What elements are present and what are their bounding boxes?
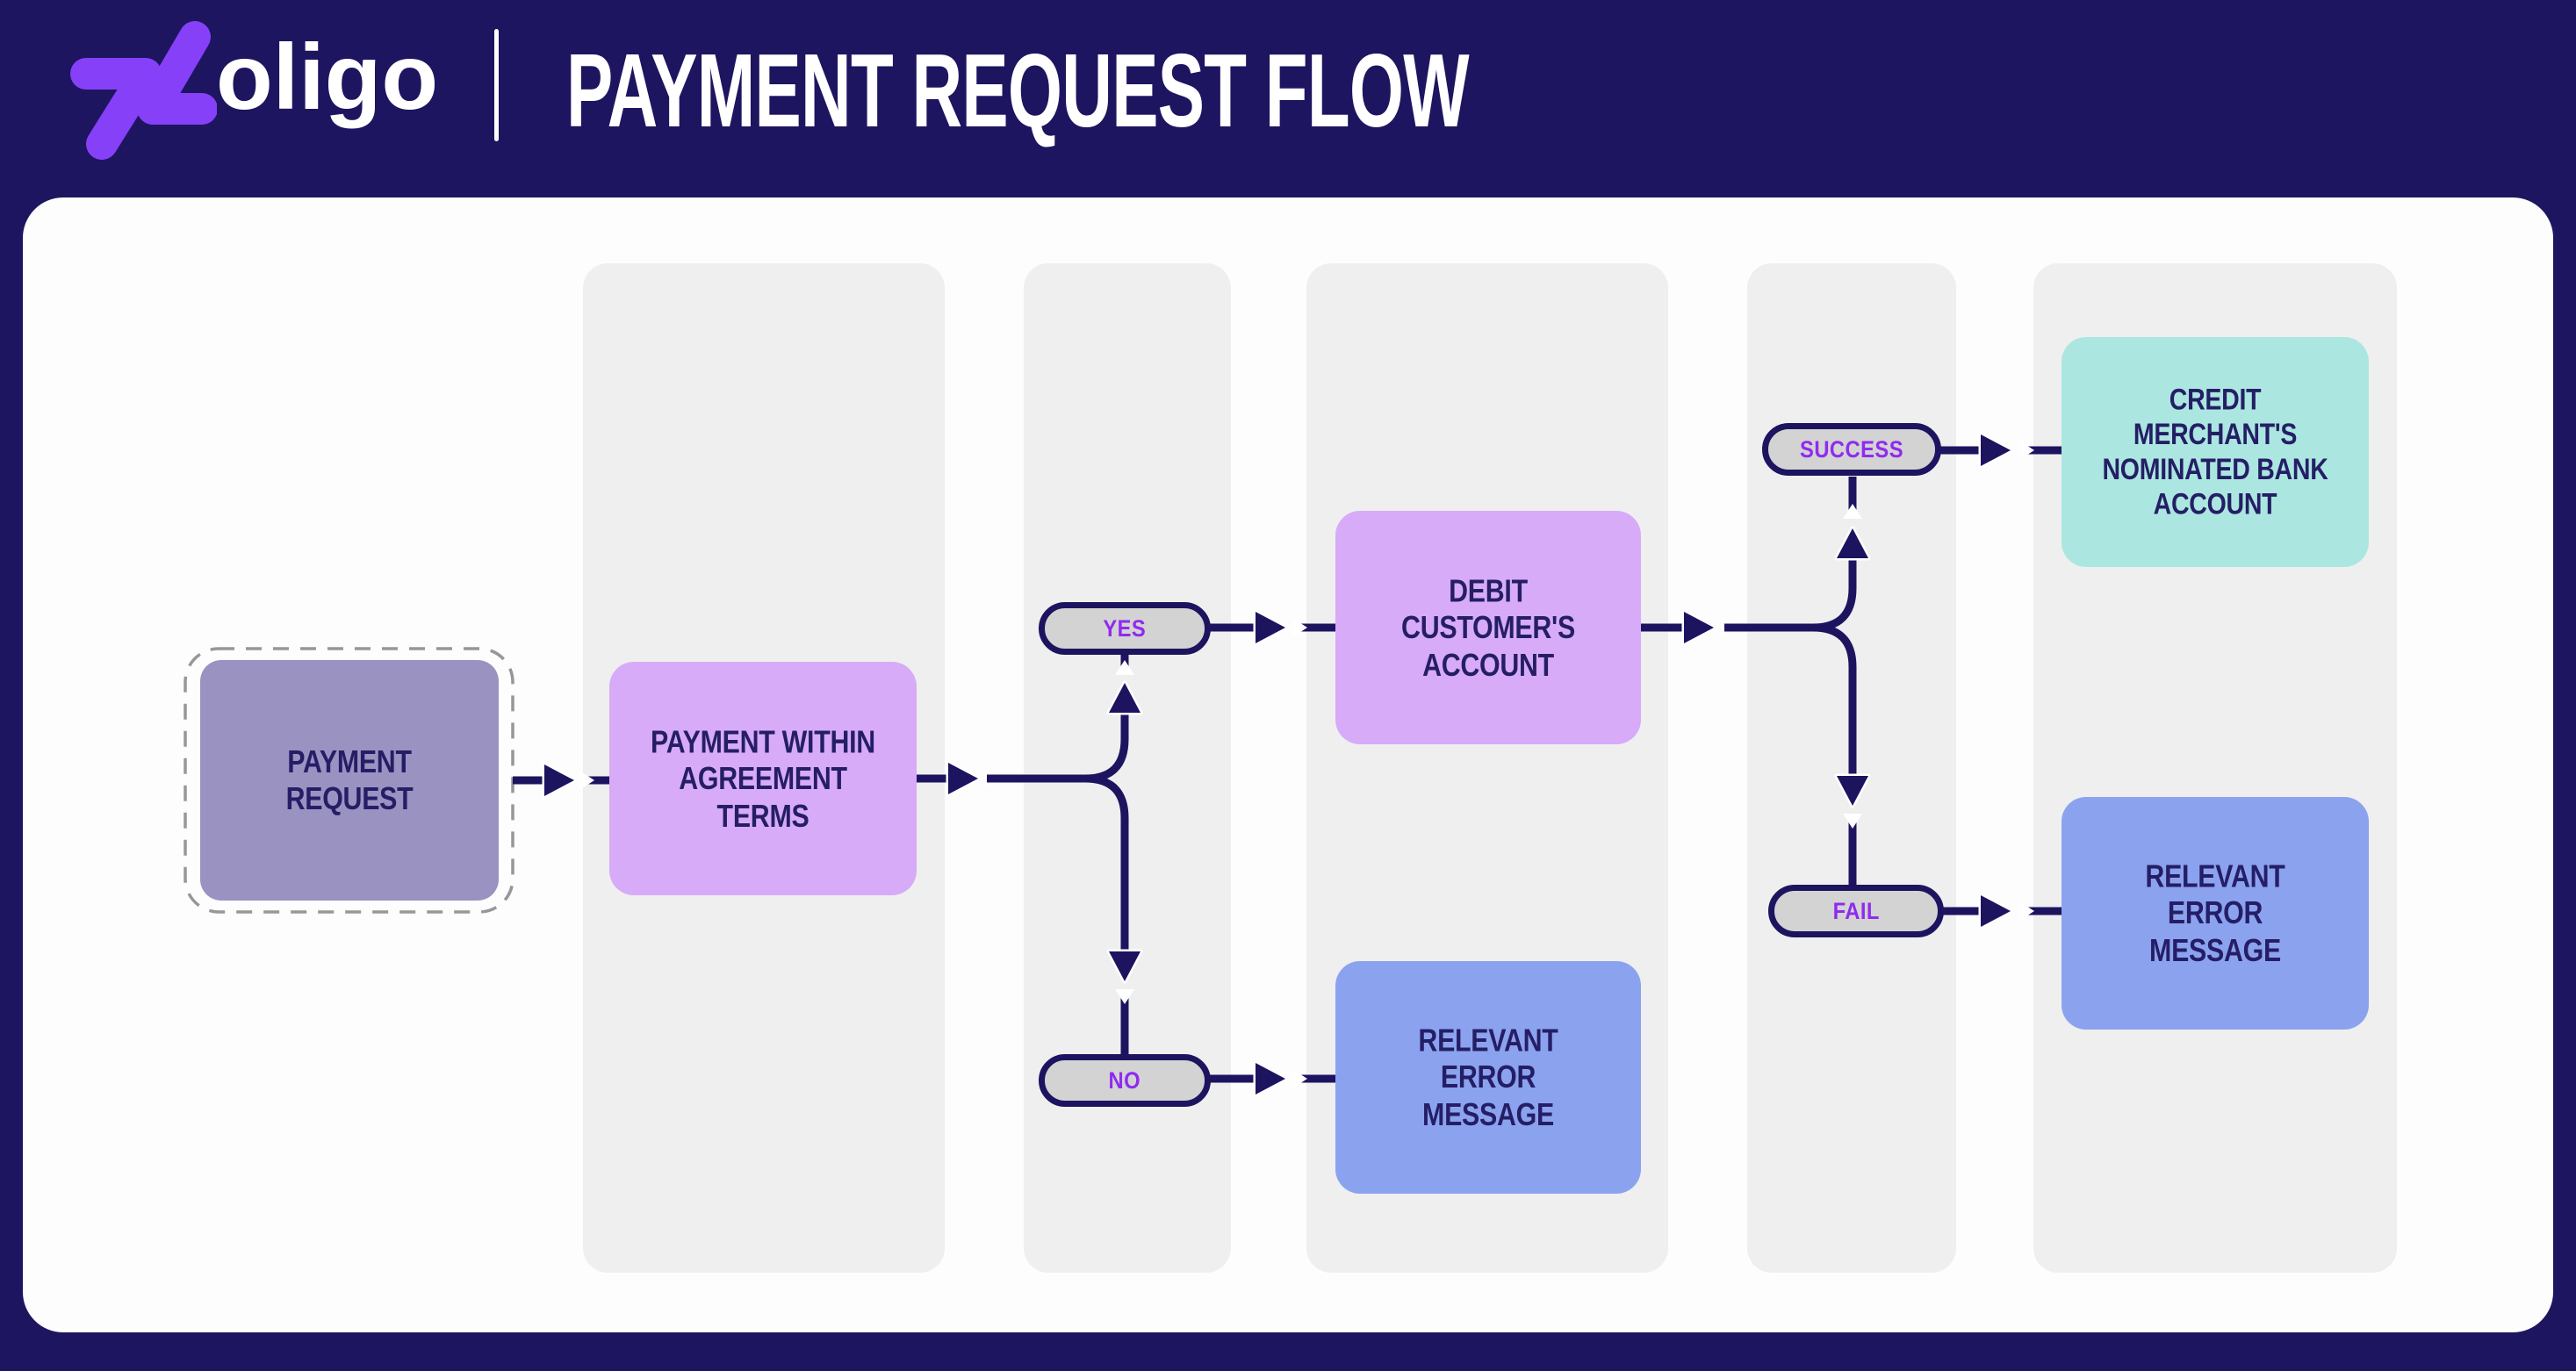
pill-fail: FAIL bbox=[1768, 885, 1944, 937]
node-payment-request: PAYMENT REQUEST bbox=[200, 660, 499, 901]
node-error-message-fail: RELEVANT ERROR MESSAGE bbox=[2062, 797, 2369, 1030]
pill-yes: YES bbox=[1039, 602, 1211, 655]
node-error-message-no: RELEVANT ERROR MESSAGE bbox=[1335, 961, 1641, 1194]
node-label: DEBIT CUSTOMER'S ACCOUNT bbox=[1401, 571, 1575, 682]
node-agreement-terms: PAYMENT WITHIN AGREEMENT TERMS bbox=[609, 662, 917, 895]
header-divider bbox=[494, 29, 499, 141]
oligo-logo-icon bbox=[70, 21, 217, 160]
node-label: CREDIT MERCHANT'S NOMINATED BANK ACCOUNT bbox=[2102, 382, 2328, 521]
column-band-2 bbox=[1024, 263, 1231, 1273]
pill-label: NO bbox=[1108, 1066, 1141, 1094]
node-label: PAYMENT REQUEST bbox=[285, 743, 414, 816]
pill-label: YES bbox=[1103, 614, 1147, 642]
node-credit-merchant: CREDIT MERCHANT'S NOMINATED BANK ACCOUNT bbox=[2062, 337, 2369, 567]
pill-success: SUCCESS bbox=[1762, 423, 1941, 476]
node-label: RELEVANT ERROR MESSAGE bbox=[1418, 1022, 1558, 1132]
brand-wordmark: oligo bbox=[216, 25, 439, 129]
column-band-4 bbox=[1747, 263, 1956, 1273]
page-title: PAYMENT REQUEST FLOW bbox=[566, 33, 1470, 150]
header: oligo PAYMENT REQUEST FLOW bbox=[0, 0, 2576, 197]
pill-label: SUCCESS bbox=[1800, 435, 1903, 463]
node-debit-account: DEBIT CUSTOMER'S ACCOUNT bbox=[1335, 511, 1641, 744]
pill-no: NO bbox=[1039, 1054, 1211, 1107]
node-label: RELEVANT ERROR MESSAGE bbox=[2145, 858, 2285, 968]
pill-label: FAIL bbox=[1832, 897, 1880, 924]
node-label: PAYMENT WITHIN AGREEMENT TERMS bbox=[651, 722, 875, 833]
